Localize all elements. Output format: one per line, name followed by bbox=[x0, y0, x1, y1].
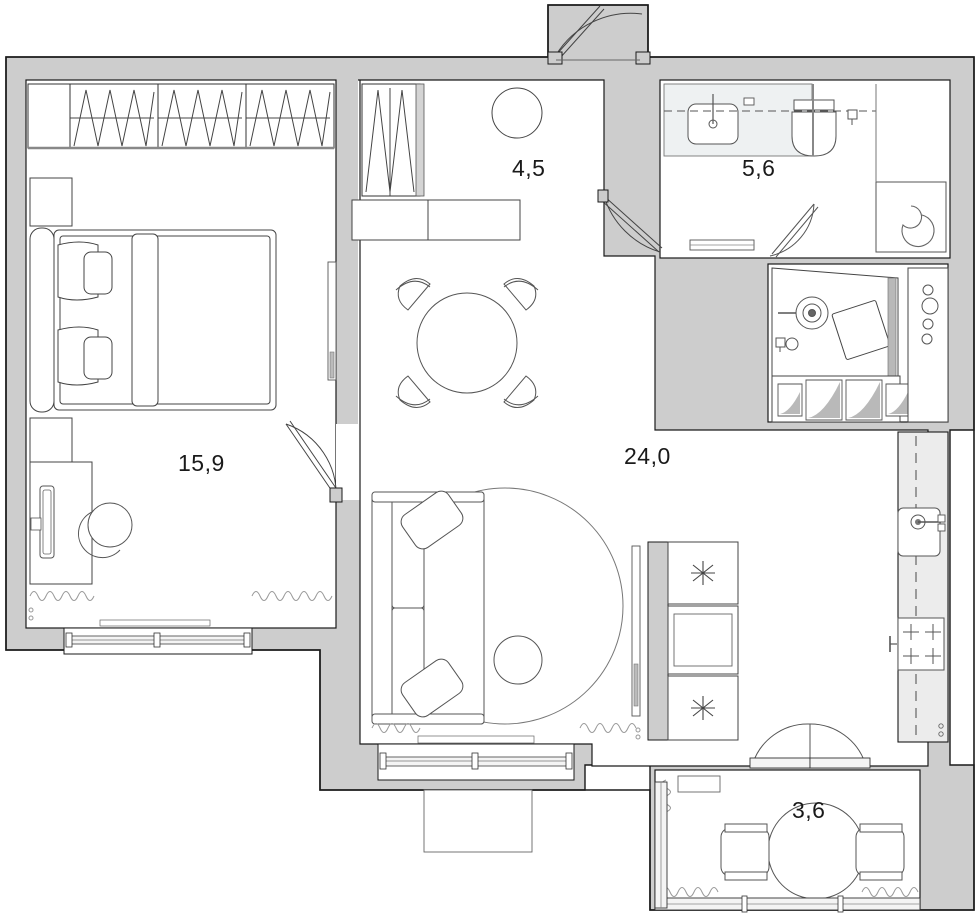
wc-tall-unit bbox=[907, 267, 949, 423]
shower-room-contents bbox=[771, 267, 949, 423]
kitchen-tall-units bbox=[647, 541, 739, 741]
dining-chair-tr bbox=[503, 278, 539, 311]
towel-rail bbox=[689, 239, 755, 251]
freezer-asterisk-icon bbox=[691, 561, 715, 585]
bathroom-door bbox=[769, 203, 819, 258]
room-area-living: 24,0 bbox=[624, 443, 671, 469]
washing-machine bbox=[875, 181, 947, 253]
bathroom-faucet-fitting bbox=[847, 109, 858, 125]
dining-chair-br bbox=[503, 375, 539, 408]
window-bedroom bbox=[63, 619, 253, 655]
kitchen-sink bbox=[897, 507, 946, 557]
nightstand-upper bbox=[29, 177, 73, 227]
dining-chair-tl bbox=[395, 278, 431, 311]
hanging-rail-zigzag-icon bbox=[70, 89, 331, 147]
radiator-balcony-bottom bbox=[661, 887, 919, 897]
refrigerator-bottom bbox=[667, 675, 739, 741]
bedroom-partition-panel bbox=[327, 261, 337, 381]
desk-chair bbox=[78, 502, 133, 559]
sofa-cushion-top bbox=[400, 490, 464, 550]
washbasin bbox=[687, 94, 755, 145]
room-area-bedroom: 15,9 bbox=[178, 450, 225, 476]
window-living bbox=[377, 735, 575, 853]
door-hall-living bbox=[597, 189, 663, 253]
sofa-cushion-bottom bbox=[400, 658, 464, 718]
room-area-hall: 4,5 bbox=[512, 155, 546, 181]
hall-contents bbox=[351, 5, 663, 253]
door-bedroom bbox=[285, 420, 343, 503]
oven bbox=[667, 605, 739, 675]
refrigerator-top bbox=[667, 541, 739, 605]
kitchen-counter bbox=[889, 436, 946, 737]
wardrobe-hall bbox=[361, 83, 425, 197]
cooktop bbox=[889, 617, 945, 671]
shower-glass-edge bbox=[887, 277, 897, 389]
desk bbox=[29, 461, 93, 585]
shower-head bbox=[778, 296, 829, 330]
room-area-balcony: 3,6 bbox=[792, 797, 826, 823]
radiator-bedroom-left bbox=[28, 591, 95, 621]
wc-lower-cabinets bbox=[771, 375, 911, 423]
nightstand-lower bbox=[29, 417, 73, 463]
radiator-living-right bbox=[579, 723, 641, 740]
vanity-edge bbox=[812, 84, 814, 156]
entry-door bbox=[547, 5, 651, 65]
wall-outline-overlay bbox=[5, 4, 975, 911]
living-contents bbox=[371, 278, 946, 853]
room-area-bathroom: 5,6 bbox=[742, 155, 776, 181]
shoe-cabinet bbox=[351, 199, 521, 241]
bathroom-contents bbox=[663, 83, 947, 258]
balcony-shelf bbox=[677, 775, 721, 793]
wardrobe-bedroom bbox=[27, 83, 335, 150]
balcony-contents bbox=[654, 775, 921, 913]
dining-chair-bl bbox=[395, 375, 431, 408]
hall-round-fixture bbox=[491, 87, 543, 139]
living-partition-panel bbox=[631, 545, 641, 717]
double-bed bbox=[29, 227, 277, 413]
sofa bbox=[371, 490, 485, 725]
radiator-bedroom-right bbox=[251, 591, 333, 601]
washer-spiral-icon bbox=[901, 205, 935, 247]
dining-table bbox=[395, 278, 539, 408]
balcony-chair-l bbox=[720, 823, 770, 881]
freezer-asterisk-icon bbox=[691, 696, 715, 720]
balcony-door bbox=[749, 723, 871, 769]
radiator-living-left bbox=[371, 723, 421, 733]
shower-mixer bbox=[775, 337, 799, 352]
balcony-glazing bbox=[654, 781, 921, 913]
balcony-chair-r bbox=[855, 823, 905, 881]
bedroom-contents bbox=[27, 83, 343, 655]
hanging-rail-zigzag-icon bbox=[365, 88, 415, 196]
coffee-table bbox=[493, 635, 543, 685]
shower-screen bbox=[831, 300, 891, 360]
